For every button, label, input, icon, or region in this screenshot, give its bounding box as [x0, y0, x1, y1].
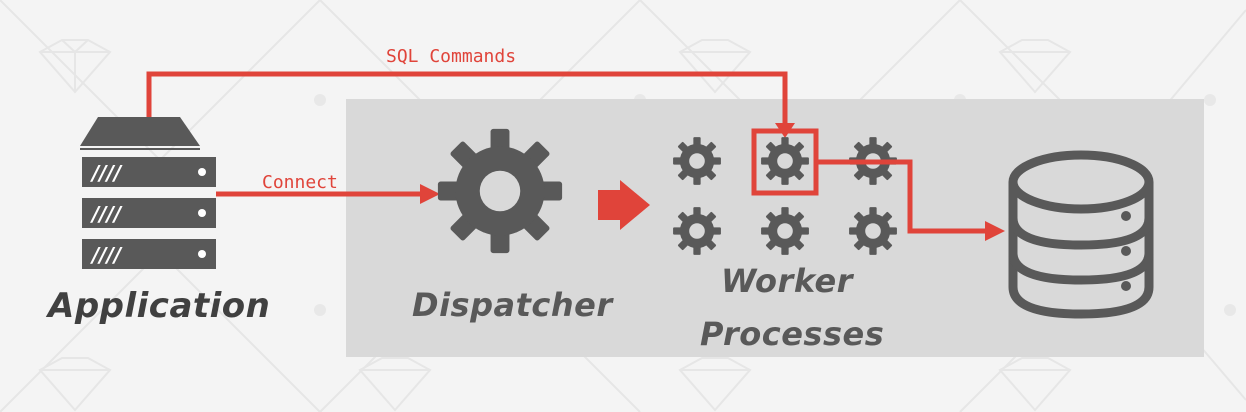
arrow-right-icon: [598, 180, 650, 230]
gear-icon: [673, 207, 721, 255]
dispatcher-gear-icon: [437, 128, 563, 254]
connect-label: Connect: [262, 172, 338, 193]
sql-commands-arrow: [146, 71, 788, 126]
connect-arrowhead: [420, 184, 440, 204]
svg-text:////: ////: [90, 243, 123, 267]
gear-icon: [673, 137, 721, 185]
worker-gears: [673, 137, 897, 255]
gear-icon: [761, 137, 809, 185]
worker-to-database-arrowhead: [985, 221, 1005, 241]
dispatcher-label: Dispatcher: [412, 286, 613, 324]
sql-commands-label: SQL Commands: [386, 46, 517, 67]
svg-text:////: ////: [90, 202, 123, 226]
worker-label: Worker: [721, 262, 853, 300]
gear-icon: [761, 207, 809, 255]
svg-text:////: ////: [90, 161, 123, 185]
processes-label: Processes: [700, 315, 885, 353]
server-icon: //// //// ////: [80, 117, 216, 269]
gear-icon: [849, 207, 897, 255]
worker-to-database-arrow: [816, 159, 990, 234]
application-label: Application: [48, 286, 271, 326]
database-icon: [1008, 150, 1154, 319]
